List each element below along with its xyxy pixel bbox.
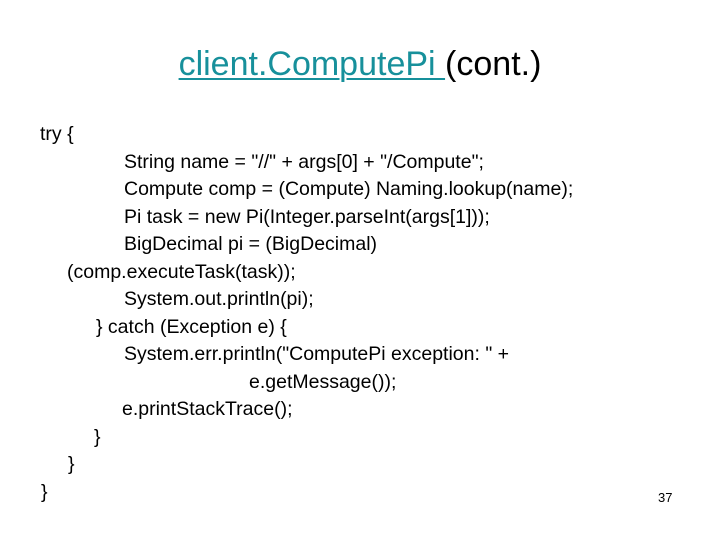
page-number: 37	[658, 490, 673, 505]
code-line: e.getMessage());	[249, 370, 397, 393]
code-line: String name = "//" + args[0] + "/Compute…	[124, 150, 484, 173]
page-title-link: client.ComputePi	[178, 45, 446, 83]
code-block: try { String name = "//" + args[0] + "/Co…	[0, 122, 720, 522]
code-line: System.out.println(pi);	[124, 288, 314, 310]
code-line: }	[68, 453, 75, 475]
page-title: client.ComputePi (cont.)	[0, 44, 720, 84]
code-line: }	[94, 425, 101, 448]
code-line: Compute comp = (Compute) Naming.lookup(n…	[124, 178, 574, 200]
code-line: try {	[40, 123, 74, 145]
code-line: BigDecimal pi = (BigDecimal)	[124, 233, 378, 255]
code-line: }	[41, 480, 48, 503]
code-line: System.err.println("ComputePi exception:…	[124, 343, 510, 365]
code-line: } catch (Exception e) {	[96, 315, 287, 338]
page-title-suffix: (cont.)	[445, 45, 542, 83]
code-line: e.printStackTrace();	[122, 398, 293, 420]
code-line: (comp.executeTask(task));	[67, 260, 296, 283]
code-line: Pi task = new Pi(Integer.parseInt(args[1…	[124, 205, 490, 228]
